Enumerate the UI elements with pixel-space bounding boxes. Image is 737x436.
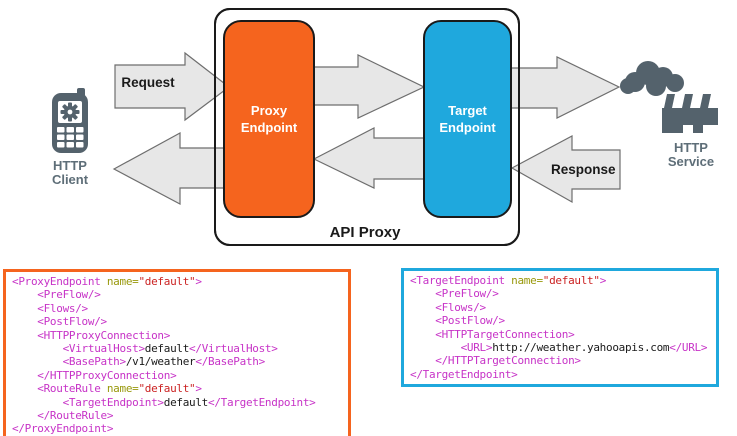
factory-cloud-icon: [620, 61, 718, 133]
proxy-endpoint-box: Proxy Endpoint: [223, 20, 315, 218]
proxy-endpoint-label: Proxy: [250, 103, 288, 118]
flow-arrows: [112, 51, 621, 205]
target-endpoint-label: Endpoint: [439, 120, 496, 135]
response-arrow: [510, 135, 621, 204]
mobile-phone-icon: [52, 88, 88, 153]
proxy-to-target-arrow: [309, 54, 426, 119]
client-return-arrow: [112, 131, 237, 205]
target-endpoint-box: Target Endpoint: [423, 20, 512, 218]
proxy-endpoint-code-block: <ProxyEndpoint name="default"> <PreFlow/…: [3, 269, 351, 436]
api-proxy-label: API Proxy: [329, 224, 401, 241]
http-client-label: HTTP Client: [51, 158, 89, 187]
target-endpoint-code-block: <TargetEndpoint name="default"> <PreFlow…: [401, 268, 719, 388]
response-label: Response: [551, 162, 616, 177]
factory-building: [662, 94, 718, 133]
request-label: Request: [121, 75, 175, 90]
request-arrow: [114, 51, 230, 122]
gear-icon: [60, 102, 80, 122]
target-to-service-arrow: [509, 56, 621, 119]
smoke-cloud: [620, 61, 684, 96]
proxy-endpoint-label: Endpoint: [240, 120, 298, 135]
http-service-label: HTTP Service: [667, 140, 715, 169]
phone-keypad: [57, 127, 84, 148]
target-to-proxy-arrow: [312, 127, 431, 189]
target-endpoint-label: Target: [448, 103, 487, 118]
